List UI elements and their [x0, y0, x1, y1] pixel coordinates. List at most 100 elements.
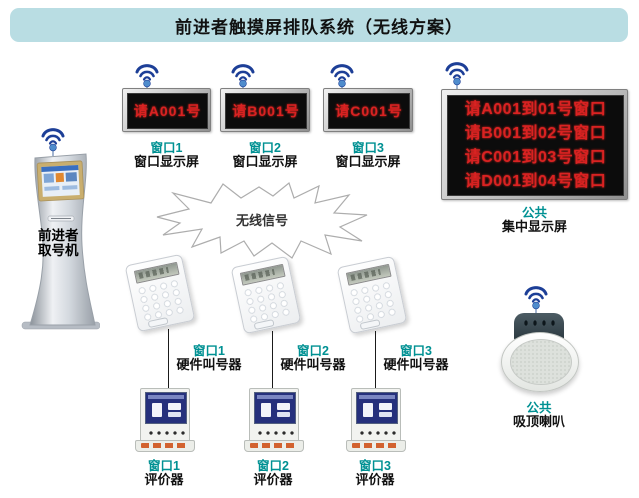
window-number: 窗口1 [193, 344, 225, 358]
window-display-3-label: 窗口3 窗口显示屏 [323, 141, 413, 169]
device-type: 集中显示屏 [501, 219, 567, 234]
wireless-signal-label: 无线信号 [235, 213, 288, 228]
kiosk-label-line1: 前进者 [38, 228, 79, 243]
caller-1-label: 窗口1 硬件叫号器 [173, 344, 245, 372]
window-display-2: 请B001号 [220, 88, 310, 132]
device-type: 评价器 [144, 472, 184, 487]
wifi-icon [231, 64, 255, 92]
led-line-3: 请C001到03号窗口 [464, 148, 607, 166]
kiosk-label-line2: 取号机 [38, 243, 79, 258]
led-line-2: 请B001到02号窗口 [464, 124, 607, 142]
evaluator-device-3 [346, 388, 406, 452]
evaluator-screen-titlebar [148, 395, 184, 399]
evaluator-screen-button [168, 412, 181, 417]
caller-3-label: 窗口3 硬件叫号器 [380, 344, 452, 372]
led-line-4: 请D001到04号窗口 [464, 172, 607, 190]
device-type: 窗口显示屏 [335, 154, 401, 169]
led-screen: 请B001号 [225, 93, 307, 129]
evaluator-screen [356, 392, 398, 424]
page-title: 前进者触摸屏排队系统（无线方案） [175, 17, 463, 37]
led-text: 请C001号 [335, 103, 403, 119]
wifi-icon [524, 286, 548, 314]
evaluator-device-1 [135, 388, 195, 452]
caller-2-label: 窗口2 硬件叫号器 [277, 344, 349, 372]
window-number: 窗口2 [249, 141, 281, 155]
evaluator-body [140, 388, 190, 442]
led-screen: 请A001号 [127, 93, 208, 129]
evaluator-screen [145, 392, 187, 424]
keypad-keys [348, 279, 399, 325]
window-number: 窗口3 [359, 459, 391, 473]
keypad-keys [242, 279, 293, 325]
evaluator-screen-panel [152, 403, 162, 417]
wifi-icon [445, 62, 469, 90]
window-display-1: 请A001号 [122, 88, 211, 132]
window-number: 窗口3 [352, 141, 384, 155]
caller-keypad-2 [230, 255, 302, 335]
main-display-label: 公共 集中显示屏 [441, 206, 628, 234]
evaluator-screen-button [277, 412, 290, 417]
window-display-1-label: 窗口1 窗口显示屏 [122, 141, 211, 169]
connector-line-3 [375, 331, 376, 388]
main-display: 请A001到01号窗口 请B001到02号窗口 请C001到03号窗口 请D00… [441, 89, 628, 200]
evaluator-base [135, 440, 195, 452]
keypad-keys [136, 277, 187, 323]
window-number: 窗口3 [400, 344, 432, 358]
led-text: 请A001号 [133, 103, 202, 119]
evaluator-1-label: 窗口1 评价器 [131, 459, 197, 487]
evaluator-screen-titlebar [359, 395, 395, 399]
ceiling-speaker [498, 308, 580, 392]
evaluator-base [244, 440, 304, 452]
window-number: 窗口1 [148, 459, 180, 473]
device-type: 吸顶喇叭 [512, 414, 565, 429]
group-label: 公共 [526, 401, 552, 415]
connector-line-2 [272, 331, 273, 388]
kiosk-label: 前进者 取号机 [38, 228, 79, 258]
device-type: 窗口显示屏 [232, 154, 298, 169]
evaluator-base [346, 440, 406, 452]
window-number: 窗口1 [150, 141, 183, 155]
evaluator-screen-button [379, 412, 392, 417]
speaker-mesh [510, 339, 572, 385]
device-type: 硬件叫号器 [280, 357, 346, 372]
window-number: 窗口2 [297, 344, 329, 358]
evaluator-screen-panel [261, 403, 271, 417]
led-line-1: 请A001到01号窗口 [464, 100, 607, 118]
caller-keypad-3 [336, 255, 408, 335]
evaluator-body [351, 388, 401, 442]
evaluator-screen-button [168, 403, 181, 410]
evaluator-buttons [147, 429, 187, 437]
wifi-icon [41, 128, 65, 156]
led-screen: 请A001到01号窗口 请B001到02号窗口 请C001到03号窗口 请D00… [447, 95, 624, 196]
connector-line-1 [168, 329, 169, 388]
device-type: 硬件叫号器 [176, 357, 242, 372]
window-number: 窗口2 [257, 459, 289, 473]
evaluator-body [249, 388, 299, 442]
page-title-bar: 前进者触摸屏排队系统（无线方案） [10, 8, 628, 42]
device-type: 硬件叫号器 [383, 357, 449, 372]
device-type: 窗口显示屏 [133, 154, 199, 169]
device-type: 评价器 [253, 472, 293, 487]
evaluator-screen [254, 392, 296, 424]
evaluator-screen-button [277, 403, 290, 410]
evaluator-screen-titlebar [257, 395, 293, 399]
evaluator-2-label: 窗口2 评价器 [240, 459, 306, 487]
caller-keypad-1 [124, 253, 196, 333]
ticket-kiosk [21, 153, 100, 330]
evaluator-buttons [256, 429, 296, 437]
wifi-icon [330, 64, 354, 92]
evaluator-buttons [358, 429, 398, 437]
window-display-3: 请C001号 [323, 88, 413, 132]
evaluator-screen-panel [363, 403, 373, 417]
device-type: 评价器 [355, 472, 395, 487]
group-label: 公共 [521, 206, 547, 220]
evaluator-3-label: 窗口3 评价器 [342, 459, 408, 487]
led-text: 请B001号 [232, 103, 300, 119]
evaluator-device-2 [244, 388, 304, 452]
evaluator-screen-button [379, 403, 392, 410]
speaker-label: 公共 吸顶喇叭 [498, 401, 580, 429]
led-screen: 请C001号 [328, 93, 410, 129]
speaker-rim [501, 332, 579, 392]
window-display-2-label: 窗口2 窗口显示屏 [220, 141, 310, 169]
